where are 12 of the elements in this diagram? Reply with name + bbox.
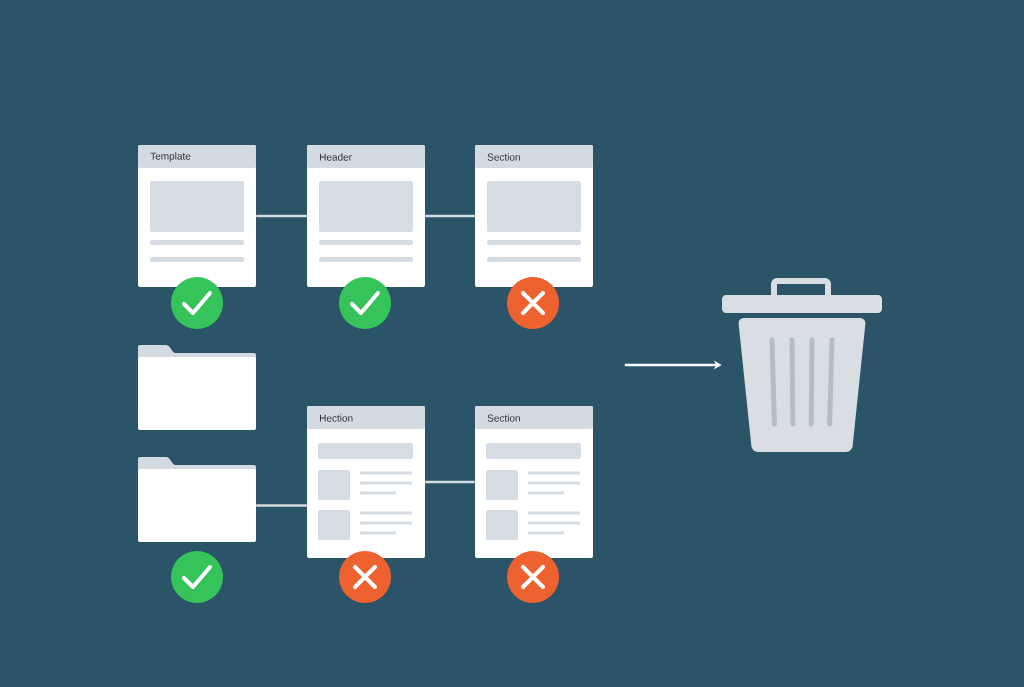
- connector-line: [425, 480, 475, 484]
- connector-line: [256, 214, 307, 218]
- page-card: Section: [475, 406, 593, 558]
- folder-icon: [138, 345, 256, 430]
- page-card: Hection: [307, 406, 425, 558]
- page-card: Template: [138, 145, 256, 287]
- trash-can-icon: [722, 278, 882, 452]
- connector-line: [425, 214, 475, 218]
- page-card: Header: [307, 145, 425, 287]
- folder-icon: [138, 457, 256, 542]
- connector-line: [256, 504, 307, 507]
- page-card: Section: [475, 145, 593, 287]
